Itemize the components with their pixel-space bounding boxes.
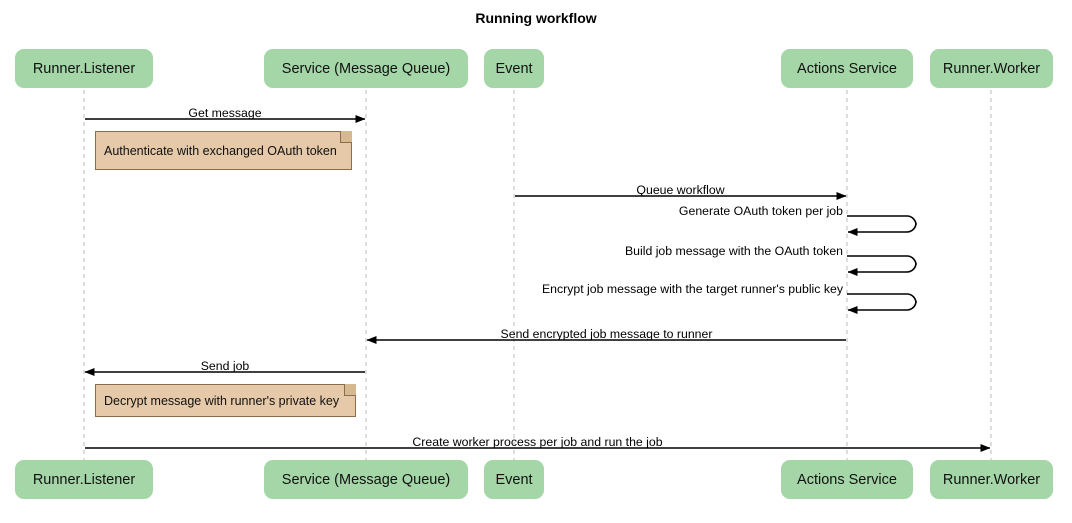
note-1: Authenticate with exchanged OAuth token — [95, 131, 352, 170]
message-label-2: Queue workflow — [636, 183, 725, 197]
participant-runner_listener-header[interactable]: Runner.Listener — [15, 49, 153, 88]
lifelines-group — [83, 90, 992, 460]
note-text: Decrypt message with runner's private ke… — [104, 393, 340, 408]
message-label-5: Encrypt job message with the target runn… — [541, 282, 843, 296]
messages-group — [84, 115, 991, 452]
participant-label: Actions Service — [797, 471, 897, 488]
note-2: Decrypt message with runner's private ke… — [95, 384, 356, 417]
participant-label: Service (Message Queue) — [281, 471, 451, 488]
note-text: Authenticate with exchanged OAuth token — [104, 143, 337, 158]
message-label-1: Get message — [188, 106, 262, 120]
participant-label: Event — [495, 471, 533, 488]
participant-runner_listener-footer[interactable]: Runner.Listener — [15, 460, 153, 499]
participant-label: Runner.Worker — [942, 471, 1041, 488]
self-message-arrow-4 — [847, 255, 917, 276]
participant-event-footer[interactable]: Event — [484, 460, 544, 499]
participant-label: Runner.Listener — [32, 60, 136, 77]
participant-label: Runner.Worker — [942, 60, 1041, 77]
diagram-title: Running workflow — [475, 10, 597, 26]
participant-actions_service-header[interactable]: Actions Service — [781, 49, 913, 88]
self-message-arrow-3 — [847, 215, 917, 236]
participant-actions_service-footer[interactable]: Actions Service — [781, 460, 913, 499]
participant-label: Runner.Listener — [32, 471, 136, 488]
participant-label: Event — [495, 60, 533, 77]
participant-runner_worker-header[interactable]: Runner.Worker — [930, 49, 1053, 88]
message-label-3: Generate OAuth token per job — [678, 204, 843, 218]
participant-runner_worker-footer[interactable]: Runner.Worker — [930, 460, 1053, 499]
participant-label: Service (Message Queue) — [281, 60, 451, 77]
note-fold-corner-icon — [344, 384, 356, 396]
message-label-4: Build job message with the OAuth token — [624, 244, 843, 258]
message-label-8: Create worker process per job and run th… — [412, 435, 663, 449]
note-fold-corner-icon — [340, 131, 352, 143]
participant-service_mq-header[interactable]: Service (Message Queue) — [264, 49, 468, 88]
message-label-7: Send job — [200, 359, 250, 373]
participant-label: Actions Service — [797, 60, 897, 77]
self-message-arrow-5 — [847, 293, 917, 314]
participant-service_mq-footer[interactable]: Service (Message Queue) — [264, 460, 468, 499]
message-label-6: Send encrypted job message to runner — [500, 327, 713, 341]
participant-event-header[interactable]: Event — [484, 49, 544, 88]
